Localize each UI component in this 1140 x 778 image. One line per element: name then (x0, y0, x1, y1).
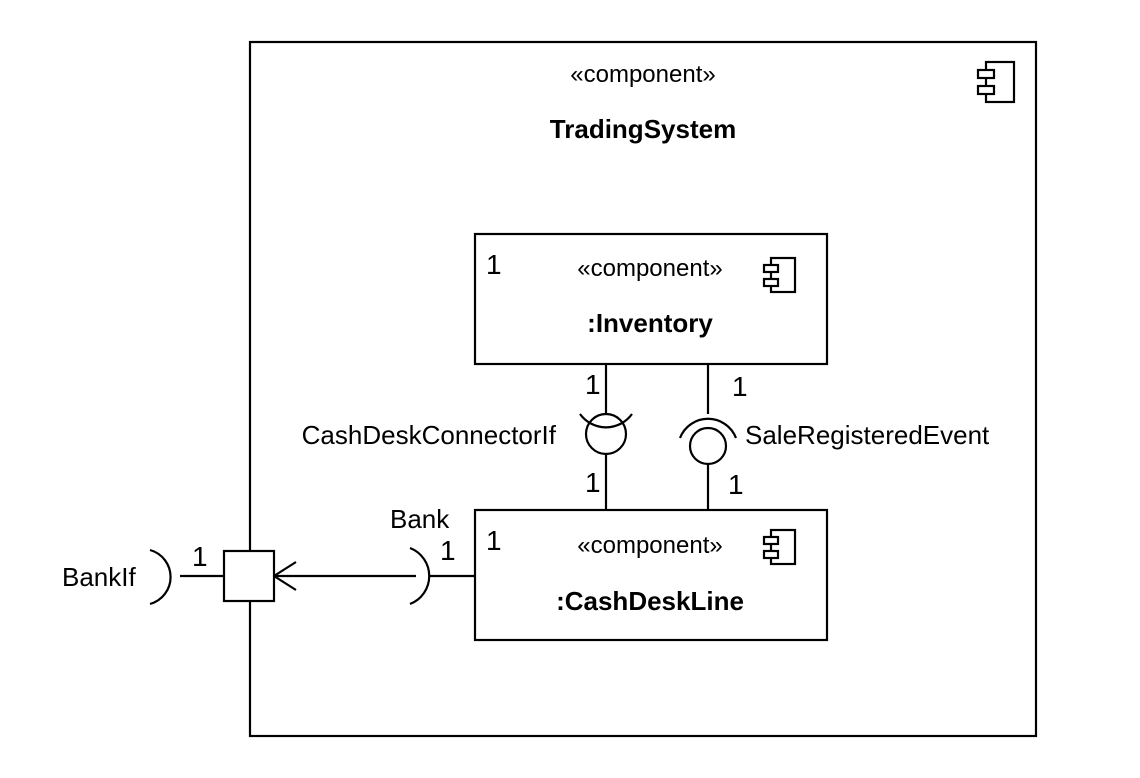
sale-registered-mult-top: 1 (732, 371, 748, 402)
cashdesk-connector-mult-top: 1 (585, 369, 601, 400)
cashdesk-connector-mult-bottom: 1 (585, 467, 601, 498)
bank-required-interface (409, 546, 475, 606)
component-icon (976, 60, 1016, 104)
cashdeskline-name: :CashDeskLine (556, 586, 744, 616)
inventory-name: :Inventory (587, 308, 713, 338)
inventory-stereotype: «component» (577, 255, 722, 282)
cashdesk-connector-label: CashDeskConnectorIf (302, 420, 557, 450)
sale-registered-label: SaleRegisteredEvent (745, 420, 990, 450)
inventory-component (473, 232, 829, 366)
cashdeskline-stereotype: «component» (577, 532, 722, 559)
bankif-mult: 1 (192, 541, 208, 572)
inventory-multiplicity: 1 (486, 249, 502, 280)
bank-mult: 1 (440, 535, 456, 566)
bank-label: Bank (390, 504, 450, 534)
sale-registered-assembly (678, 364, 738, 510)
bankif-port (222, 549, 276, 603)
cashdeskline-multiplicity: 1 (486, 525, 502, 556)
cashdesk-connector-assembly (579, 364, 633, 510)
bankif-label: BankIf (62, 562, 136, 592)
trading-system-stereotype: «component» (570, 61, 715, 88)
component-icon (762, 256, 797, 294)
trading-system-name: TradingSystem (550, 114, 736, 144)
sale-registered-mult-bottom: 1 (728, 469, 744, 500)
bankif-required-interface (149, 548, 224, 606)
component-icon (762, 528, 797, 566)
